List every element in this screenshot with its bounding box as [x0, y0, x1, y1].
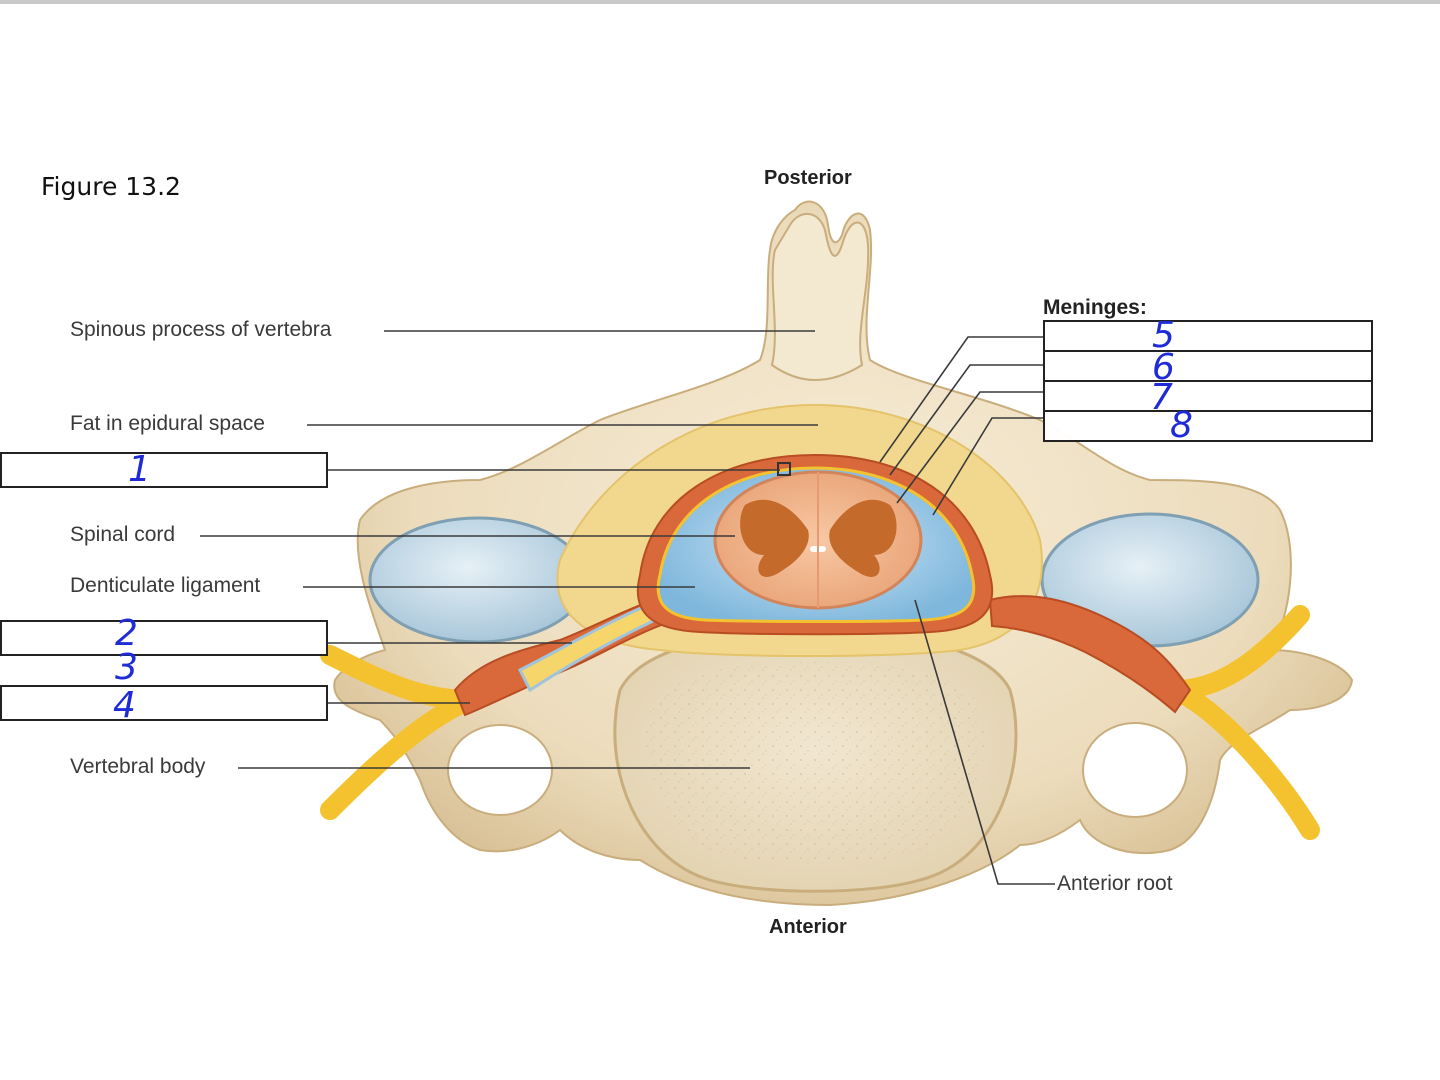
- right-transverse-foramen: [1082, 722, 1188, 818]
- leader-meninges-5: [879, 336, 1043, 463]
- label-meninges: Meninges:: [1043, 296, 1147, 319]
- handwritten-1: 1: [128, 449, 151, 490]
- anterior-label: Anterior: [769, 916, 847, 938]
- label-denticulate-ligament: Denticulate ligament: [70, 574, 261, 597]
- answer-box-5[interactable]: [1043, 320, 1373, 352]
- right-dural-sleeve: [988, 595, 1192, 714]
- handwritten-7: 7: [1150, 377, 1173, 418]
- label-vertebral-body: Vertebral body: [70, 755, 206, 778]
- label-spinal-cord: Spinal cord: [70, 523, 176, 546]
- left-transverse-foramen: [447, 724, 553, 816]
- leader-meninges-6: [889, 364, 1043, 476]
- spinal-cord-shape: [713, 470, 923, 610]
- label-spinous-process: Spinous process of vertebra: [70, 318, 332, 341]
- answer-box-1[interactable]: [0, 452, 328, 488]
- figure-title: Figure 13.2: [41, 172, 181, 201]
- leader-anterior-root: [914, 599, 1055, 885]
- pia-marker: [777, 462, 791, 476]
- answer-box-8[interactable]: [1043, 410, 1373, 442]
- answer-box-7[interactable]: [1043, 380, 1373, 412]
- handwritten-8: 8: [1170, 405, 1193, 446]
- label-anterior-root: Anterior root: [1057, 872, 1173, 895]
- handwritten-5: 5: [1152, 315, 1175, 356]
- leader-lines: [200, 330, 1055, 885]
- leader-meninges-8: [932, 417, 1043, 516]
- vertebral-body-shape: [613, 628, 1018, 893]
- answer-box-2[interactable]: [0, 620, 328, 656]
- answer-box-6[interactable]: [1043, 350, 1373, 382]
- handwritten-6: 6: [1152, 347, 1175, 388]
- top-border: [0, 0, 1440, 4]
- handwritten-3: 3: [115, 647, 138, 688]
- handwritten-2: 2: [115, 613, 138, 654]
- posterior-label: Posterior: [764, 167, 852, 189]
- spinous-process-shape: [770, 212, 870, 381]
- handwritten-4: 4: [113, 685, 136, 726]
- label-fat-epidural: Fat in epidural space: [70, 412, 265, 435]
- leader-meninges-7: [896, 391, 1043, 504]
- answer-box-4[interactable]: [0, 685, 328, 721]
